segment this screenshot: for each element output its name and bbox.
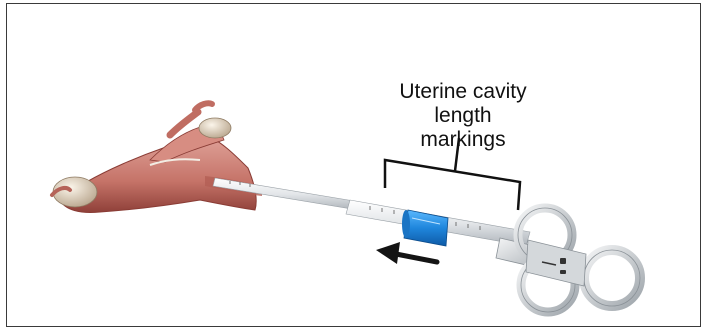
direction-arrow-icon bbox=[376, 242, 437, 264]
markings-bracket bbox=[385, 138, 520, 210]
ring-handle bbox=[496, 208, 640, 312]
sounding-device bbox=[213, 178, 530, 246]
cavity-marker-stopper bbox=[402, 210, 448, 246]
uterus-illustration bbox=[52, 103, 262, 212]
